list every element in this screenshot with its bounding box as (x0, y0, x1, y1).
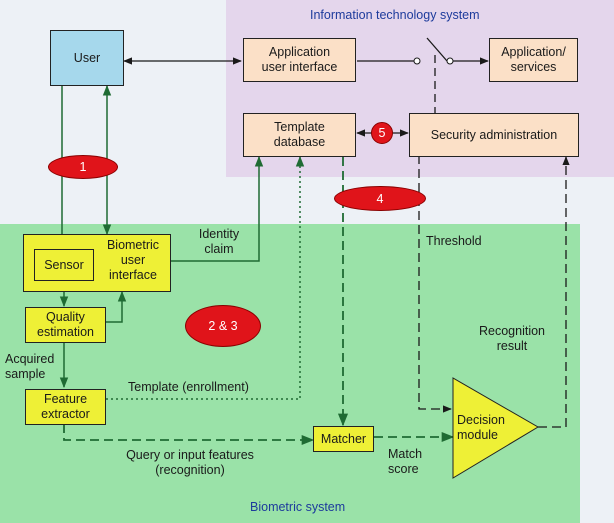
query-features-link (63, 424, 315, 446)
marker-4: 4 (334, 186, 426, 211)
quality-estimation-label: Quality estimation (37, 310, 94, 339)
quality-estimation-box: Quality estimation (25, 307, 106, 343)
marker-1: 1 (48, 155, 118, 179)
identity-claim-link (171, 155, 264, 262)
feature-extractor-label: Feature extractor (41, 392, 90, 421)
template-enrollment-link (106, 155, 305, 400)
user-box: User (50, 30, 124, 86)
application-services-label: Application/ services (501, 45, 566, 74)
application-ui-box: Application user interface (243, 38, 356, 82)
decision-module-label: Decision module (457, 413, 505, 442)
switch-blade (426, 37, 448, 62)
matcher-box: Matcher (313, 426, 374, 452)
threshold-label: Threshold (426, 234, 482, 248)
template-database-box: Template database (243, 113, 356, 157)
recognition-result-link (538, 156, 570, 428)
sensor-label: Sensor (44, 257, 84, 272)
recognition-result-label: Recognition result (478, 324, 545, 353)
biometric-ui-label: Biometric user interface (106, 238, 160, 282)
acquired-sample-label: Acquired sample (5, 352, 55, 381)
it-system-label: Information technology system (310, 8, 480, 22)
quality-biometricui-link (106, 290, 127, 323)
query-features-label: Query or input features (recognition) (126, 448, 254, 477)
template-enrollment-label: Template (enrollment) (128, 380, 249, 394)
security-administration-box: Security administration (409, 113, 579, 157)
marker-5: 5 (371, 122, 393, 144)
user-label: User (73, 50, 101, 65)
security-administration-label: Security administration (430, 127, 558, 142)
match-score-label: Match score (388, 447, 423, 476)
marker-2-and-3: 2 & 3 (185, 305, 261, 347)
sensor-box: Sensor (34, 249, 94, 281)
decision-module-shape (452, 377, 539, 479)
feature-extractor-box: Feature extractor (25, 389, 106, 425)
template-database-label: Template database (273, 120, 326, 149)
application-services-box: Application/ services (489, 38, 578, 82)
threshold-link (418, 155, 452, 413)
identity-claim-label: Identity claim (198, 227, 240, 256)
biometric-system-label: Biometric system (250, 500, 346, 514)
matcher-label: Matcher (320, 431, 367, 446)
application-ui-label: Application user interface (261, 45, 338, 74)
